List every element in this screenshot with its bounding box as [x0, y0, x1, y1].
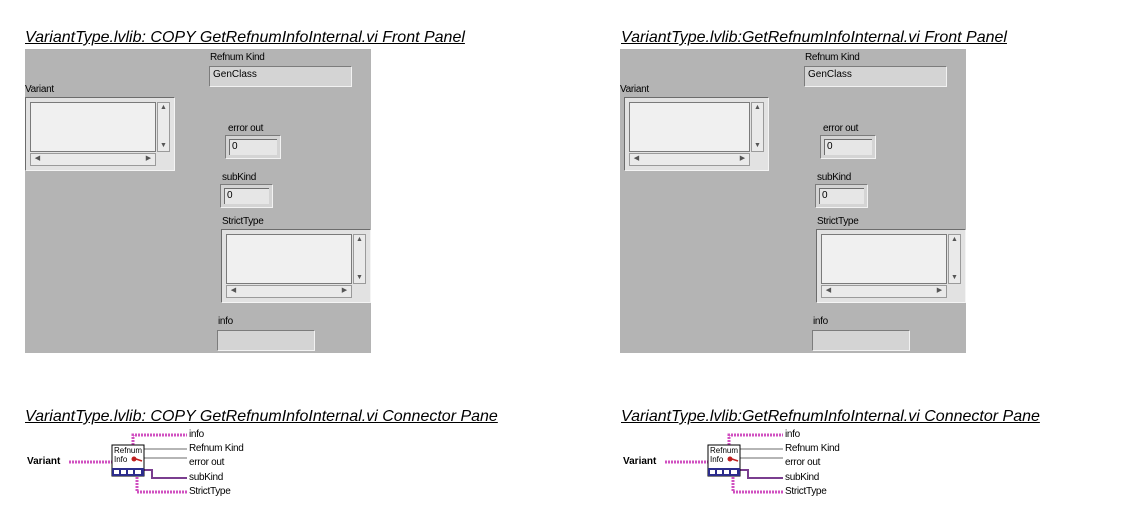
variant-vertical-scrollbar[interactable]: ▲ ▼ — [751, 102, 764, 152]
strict-type-control[interactable]: ▲ ▼ ◀ ▶ — [221, 229, 371, 303]
info-wire — [131, 433, 187, 445]
connector-output-label: info — [189, 429, 204, 440]
scroll-up-icon[interactable]: ▲ — [356, 236, 363, 243]
vi-icon-line2: Info — [114, 455, 128, 464]
info-label: info — [218, 316, 233, 327]
scroll-right-icon[interactable]: ▶ — [936, 287, 943, 294]
scroll-left-icon[interactable]: ◀ — [825, 287, 832, 294]
subkind-indicator: 0 — [815, 184, 868, 208]
variant-control[interactable]: ▲ ▼ ◀ ▶ — [25, 97, 175, 171]
scroll-left-icon[interactable]: ◀ — [633, 155, 640, 162]
connector-pane-title-left: VariantType.lvlib: COPY GetRefnumInfoInt… — [25, 408, 498, 425]
scroll-left-icon[interactable]: ◀ — [230, 287, 237, 294]
scroll-right-icon[interactable]: ▶ — [739, 155, 746, 162]
scroll-down-icon[interactable]: ▼ — [754, 142, 761, 149]
strict-type-horizontal-scrollbar[interactable]: ◀ ▶ — [821, 285, 947, 298]
connector-output-label: Refnum Kind — [785, 443, 840, 454]
scroll-right-icon[interactable]: ▶ — [145, 155, 152, 162]
scroll-down-icon[interactable]: ▼ — [160, 142, 167, 149]
error-out-value: 0 — [824, 139, 872, 155]
front-panel-title-right: VariantType.lvlib:GetRefnumInfoInternal.… — [621, 29, 1007, 46]
subkind-value: 0 — [224, 188, 269, 204]
connector-output-label: info — [785, 429, 800, 440]
variant-display — [30, 102, 156, 152]
refnum-kind-indicator: GenClass — [209, 66, 352, 87]
connector-wires — [665, 433, 783, 494]
connector-pane-right: Variant Refnum Info info Refnum Kind err… — [621, 428, 871, 500]
connector-output-label: error out — [785, 457, 821, 468]
refnum-kind-label: Refnum Kind — [210, 52, 265, 63]
error-out-indicator: 0 — [820, 135, 876, 159]
variant-terminal-label: Variant — [27, 456, 61, 467]
error-out-indicator: 0 — [225, 135, 281, 159]
variant-vertical-scrollbar[interactable]: ▲ ▼ — [157, 102, 170, 152]
strict-type-wire — [135, 474, 187, 494]
variant-horizontal-scrollbar[interactable]: ◀ ▶ — [30, 153, 156, 166]
connector-output-label: subKind — [785, 472, 820, 483]
refnum-kind-label: Refnum Kind — [805, 52, 860, 63]
subkind-label: subKind — [222, 172, 257, 183]
strict-type-label: StrictType — [222, 216, 264, 227]
connector-pane-left: Variant Refnum Info info Refnum Kind err… — [25, 428, 275, 500]
strict-type-display — [226, 234, 352, 284]
connector-output-label: Refnum Kind — [189, 443, 244, 454]
scroll-right-icon[interactable]: ▶ — [341, 287, 348, 294]
strict-type-wire — [731, 474, 783, 494]
refnum-kind-wire — [737, 445, 783, 450]
info-indicator — [812, 330, 910, 351]
error-out-value: 0 — [229, 139, 277, 155]
variant-terminal-label: Variant — [623, 456, 657, 467]
scroll-up-icon[interactable]: ▲ — [951, 236, 958, 243]
strict-type-vertical-scrollbar[interactable]: ▲ ▼ — [948, 234, 961, 284]
subkind-wire — [738, 469, 783, 479]
subkind-label: subKind — [817, 172, 852, 183]
error-out-label: error out — [228, 123, 264, 134]
subkind-indicator: 0 — [220, 184, 273, 208]
info-wire — [727, 433, 783, 445]
vi-icon-line1: Refnum — [710, 446, 739, 455]
scroll-left-icon[interactable]: ◀ — [34, 155, 41, 162]
scroll-up-icon[interactable]: ▲ — [160, 104, 167, 111]
subkind-wire — [142, 469, 187, 479]
front-panel-left: Refnum Kind GenClass Variant ▲ ▼ ◀ ▶ err… — [25, 49, 371, 353]
info-indicator — [217, 330, 315, 351]
strict-type-display — [821, 234, 947, 284]
front-panel-right: Refnum Kind GenClass Variant ▲ ▼ ◀ ▶ err… — [620, 49, 966, 353]
scroll-down-icon[interactable]: ▼ — [951, 274, 958, 281]
strict-type-horizontal-scrollbar[interactable]: ◀ ▶ — [226, 285, 352, 298]
variant-display — [629, 102, 750, 152]
variant-label: Variant — [25, 84, 54, 95]
variant-control[interactable]: ▲ ▼ ◀ ▶ — [624, 97, 769, 171]
connector-output-label: StrictType — [189, 486, 231, 497]
strict-type-label: StrictType — [817, 216, 859, 227]
error-out-label: error out — [823, 123, 859, 134]
strict-type-control[interactable]: ▲ ▼ ◀ ▶ — [816, 229, 966, 303]
strict-type-vertical-scrollbar[interactable]: ▲ ▼ — [353, 234, 366, 284]
variant-label: Variant — [620, 84, 649, 95]
connector-output-label: StrictType — [785, 486, 827, 497]
vi-icon — [707, 444, 741, 477]
front-panel-title-left: VariantType.lvlib: COPY GetRefnumInfoInt… — [25, 29, 465, 46]
connector-pane-title-right: VariantType.lvlib:GetRefnumInfoInternal.… — [621, 408, 1040, 425]
connector-output-label: subKind — [189, 472, 224, 483]
info-label: info — [813, 316, 828, 327]
connector-wires — [69, 433, 187, 494]
scroll-up-icon[interactable]: ▲ — [754, 104, 761, 111]
vi-icon — [111, 444, 145, 477]
connector-output-label: error out — [189, 457, 225, 468]
vi-icon-line2: Info — [710, 455, 724, 464]
subkind-value: 0 — [819, 188, 864, 204]
vi-icon-line1: Refnum — [114, 446, 143, 455]
variant-horizontal-scrollbar[interactable]: ◀ ▶ — [629, 153, 750, 166]
scroll-down-icon[interactable]: ▼ — [356, 274, 363, 281]
refnum-kind-indicator: GenClass — [804, 66, 947, 87]
refnum-kind-wire — [141, 445, 187, 450]
